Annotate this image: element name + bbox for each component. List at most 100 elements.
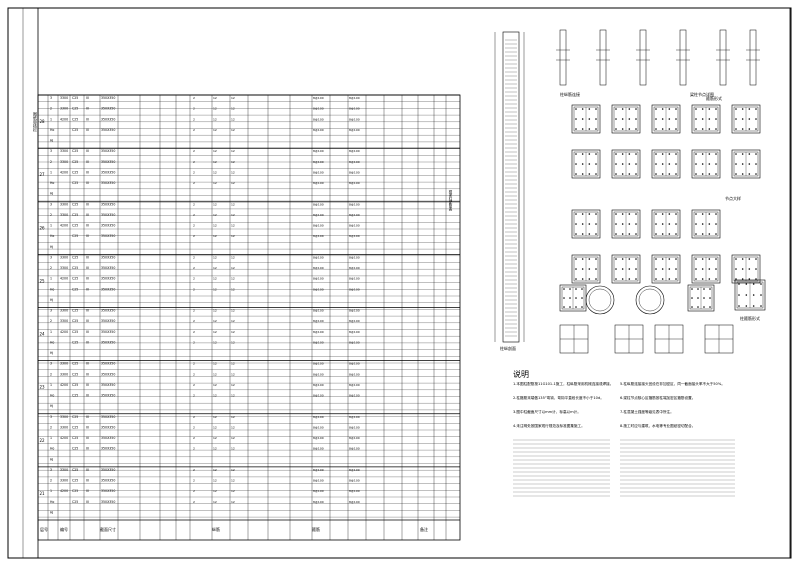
table-cell: 12 (213, 415, 217, 419)
table-cell: 350X350 (101, 468, 115, 472)
column-section (731, 104, 761, 134)
table-cell: 12 (213, 287, 217, 291)
rebar-dot (635, 258, 637, 260)
table-cell: 12 (213, 436, 217, 440)
rebar-dot (621, 258, 624, 260)
table-cell: C25 (72, 287, 78, 291)
table-side-title: 框架柱配筋表 (449, 190, 453, 211)
rebar-dot (628, 258, 631, 260)
rebar-dot (615, 233, 617, 235)
table-cell: 8@100 (349, 425, 360, 429)
table-cell: C25 (72, 479, 78, 483)
rebar-dot (701, 173, 704, 175)
rebar-dot (595, 153, 597, 155)
table-cell: 350X350 (101, 107, 115, 111)
table-cell: 12 (231, 255, 235, 259)
table-cell: 2 (50, 372, 52, 376)
table-cell: 1 (50, 277, 52, 281)
rebar-dot (661, 278, 664, 280)
table-cell: 2 (193, 128, 195, 132)
table-cell: 2 (193, 468, 195, 472)
rebar-dot (588, 268, 591, 270)
table-cell: 12 (231, 202, 235, 206)
table-cell: 8@100 (349, 309, 360, 313)
table-cell: Hj (50, 351, 53, 355)
rebar-dot (701, 278, 704, 280)
table-cell: 8@100 (313, 340, 324, 344)
rebar-dot (575, 108, 577, 110)
rebar-dot (709, 288, 711, 290)
rebar-dot (695, 118, 697, 120)
table-cell: C25 (72, 394, 78, 398)
table-cell: 2 (193, 181, 195, 185)
table-cell: 350X350 (101, 394, 115, 398)
rebar-dot (675, 108, 677, 110)
table-cell: 350X350 (101, 170, 115, 174)
elevation-caption: 柱纵剖面 (500, 345, 516, 351)
rebar-dot (748, 163, 751, 165)
rebar-dot (695, 213, 697, 215)
table-cell: Hj (50, 245, 53, 249)
rebar-dot (635, 278, 637, 280)
table-cell: 8@100 (313, 468, 324, 472)
table-cell: 2 (193, 149, 195, 153)
table-cell: C25 (72, 500, 78, 504)
table-cell: III (86, 96, 89, 100)
table-cell: 8@100 (349, 277, 360, 281)
rebar-dot (569, 297, 571, 299)
table-cell: III (86, 383, 89, 387)
table-cell: 2 (193, 362, 195, 366)
table-cell: III (86, 117, 89, 121)
rebar-dot (715, 153, 717, 155)
rebar-dot (748, 118, 751, 120)
rebar-dot (581, 118, 584, 120)
table-cell: 3 (50, 362, 52, 366)
rebar-dot (701, 153, 704, 155)
table-cell: C25 (72, 266, 78, 270)
table-cell: 12 (231, 128, 235, 132)
rebar-dot (575, 173, 577, 175)
table-cell: 350X350 (101, 149, 115, 153)
table-cell: 8@100 (313, 224, 324, 228)
table-cell: C25 (72, 383, 78, 387)
rebar-dot (755, 118, 757, 120)
rebar-dot (675, 258, 677, 260)
rebar-dot (581, 213, 584, 215)
table-cell: 12 (213, 479, 217, 483)
rebar-dot (615, 163, 617, 165)
table-cell: 8@100 (349, 234, 360, 238)
table-cell: Ho (50, 340, 54, 344)
table-cell: 2 (193, 277, 195, 281)
table-cell: 12 (231, 500, 235, 504)
table-cell: C25 (72, 213, 78, 217)
table-cell: 350X350 (101, 255, 115, 259)
table-cell: 2 (50, 213, 52, 217)
rebar-dot (595, 268, 597, 270)
table-cell: 8@100 (313, 287, 324, 291)
table-cell: 8@100 (313, 170, 324, 174)
rebar-dot (708, 268, 711, 270)
rebar-dot (635, 268, 637, 270)
table-cell: 2 (193, 96, 195, 100)
detail-caption: 柱纵筋连接 (560, 91, 580, 97)
rebar-dot (738, 294, 740, 296)
table-cell: 8@100 (349, 224, 360, 228)
table-cell: Ho (50, 128, 54, 132)
table-cell: 12 (231, 234, 235, 238)
rebar-dot (588, 278, 591, 280)
table-cell: 350X350 (101, 277, 115, 281)
table-cell: 12 (231, 372, 235, 376)
rebar-dot (628, 163, 631, 165)
rebar-dot (748, 108, 751, 110)
rebar-dot (575, 118, 577, 120)
table-cell: III (86, 202, 89, 206)
rebar-dot (563, 306, 565, 308)
table-cell: 3300 (60, 415, 68, 419)
rebar-dot (691, 306, 693, 308)
column-section (651, 254, 681, 284)
rebar-dot (748, 258, 751, 260)
rebar-dot (715, 278, 717, 280)
rebar-dot (661, 233, 664, 235)
rebar-dot (715, 173, 717, 175)
rebar-dot (703, 306, 705, 308)
